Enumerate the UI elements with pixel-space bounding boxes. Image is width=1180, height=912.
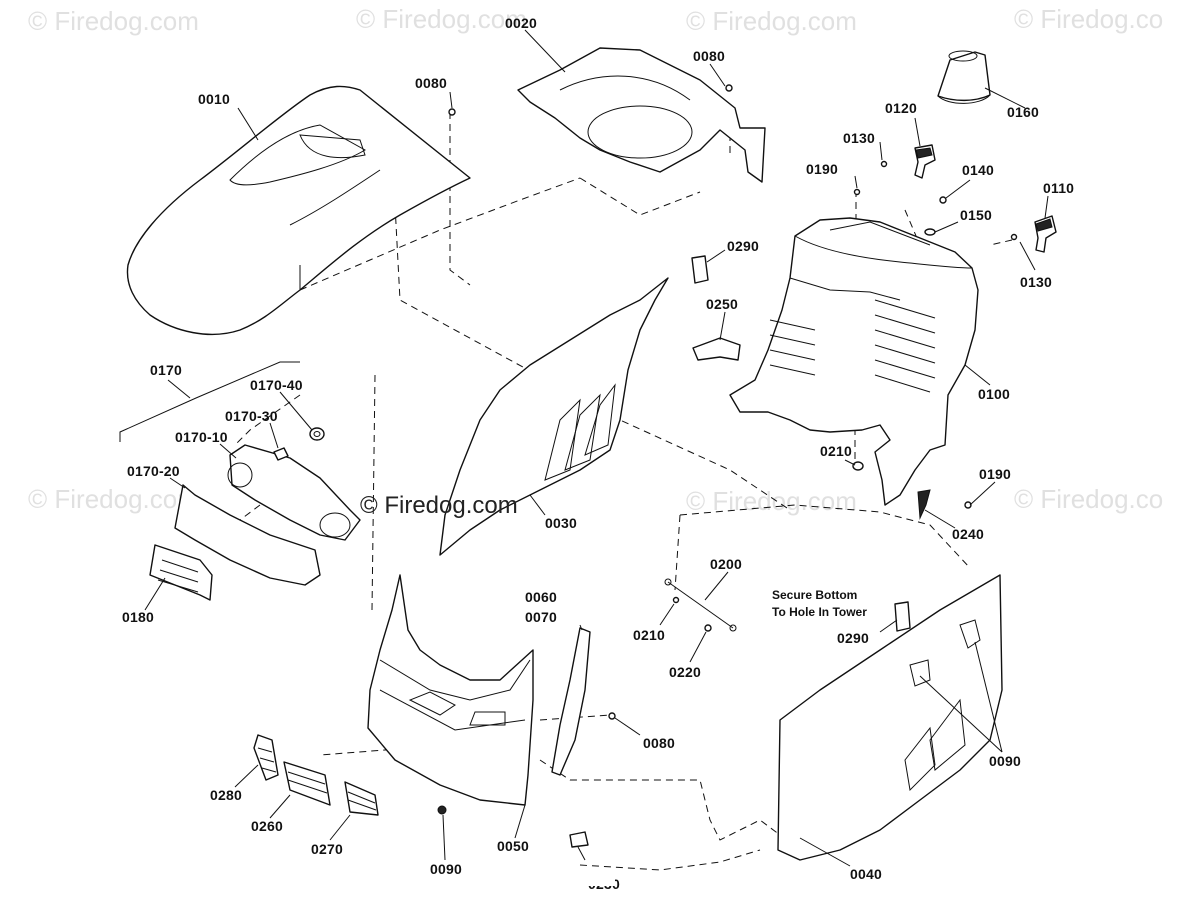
crop-mask — [575, 878, 615, 886]
bumper-pad-part[interactable] — [691, 255, 709, 284]
throttle-switch-part[interactable] — [1034, 215, 1057, 253]
watermark: © Firedog.co — [1014, 484, 1163, 514]
washer-part[interactable] — [672, 596, 680, 604]
label-0040: 0040 — [850, 866, 882, 882]
watermark: © Firedog.com — [28, 484, 199, 514]
grille-panel-part[interactable] — [439, 277, 669, 556]
label-0270: 0270 — [311, 841, 343, 857]
fuel-cap-part[interactable] — [937, 50, 991, 104]
watermarks: © Firedog.com © Firedog.com © Firedog.co… — [28, 4, 1163, 516]
screw-part[interactable] — [448, 108, 456, 116]
label-0240: 0240 — [952, 526, 984, 542]
nut-part[interactable] — [309, 427, 325, 441]
nut-part[interactable] — [437, 805, 447, 815]
watermark: © Firedog.co — [1014, 4, 1163, 34]
washer-part[interactable] — [852, 461, 864, 471]
dash-tower-part[interactable] — [729, 217, 979, 506]
side-bracket-part[interactable] — [551, 627, 591, 776]
label-0070: 0070 — [525, 609, 557, 625]
watermark: © Firedog.com — [28, 6, 199, 36]
label-0160: 0160 — [1007, 104, 1039, 120]
note-line-2: To Hole In Tower — [772, 605, 867, 619]
hardware — [437, 84, 1018, 848]
screw-part[interactable] — [608, 712, 616, 720]
label-0180: 0180 — [122, 609, 154, 625]
watermark: © Firedog.com — [686, 486, 857, 516]
label-0250: 0250 — [706, 296, 738, 312]
washer-part[interactable] — [1010, 233, 1018, 241]
assembly-note: Secure Bottom To Hole In Tower — [772, 588, 867, 619]
grille-insert-part[interactable] — [149, 544, 213, 601]
label-0150: 0150 — [960, 207, 992, 223]
washer-part[interactable] — [880, 160, 888, 168]
label-0220: 0220 — [669, 664, 701, 680]
center-watermark: © Firedog.com — [360, 492, 518, 519]
support-rod-part[interactable] — [664, 578, 737, 632]
label-0210: 0210 — [820, 443, 852, 459]
label-0090: 0090 — [430, 861, 462, 877]
grille-insert-part[interactable] — [253, 734, 279, 781]
part-labels: 0010 0020 0080 0080 0160 0120 0130 0190 … — [122, 15, 1074, 892]
grille-insert-part[interactable] — [344, 781, 379, 816]
screw-part[interactable] — [725, 84, 733, 92]
label-0170-40: 0170-40 — [250, 377, 303, 393]
label-0080: 0080 — [415, 75, 447, 91]
label-0130: 0130 — [843, 130, 875, 146]
headlight-bezel-part[interactable] — [174, 484, 321, 586]
label-0030: 0030 — [545, 515, 577, 531]
label-0120: 0120 — [885, 100, 917, 116]
dash-panel-part[interactable] — [517, 47, 766, 183]
label-0280: 0280 — [210, 787, 242, 803]
screw-part[interactable] — [704, 624, 712, 632]
label-0290: 0290 — [727, 238, 759, 254]
label-0260: 0260 — [251, 818, 283, 834]
label-0170-10: 0170-10 — [175, 429, 228, 445]
bracket-part[interactable] — [692, 337, 741, 361]
label-0100: 0100 — [978, 386, 1010, 402]
ignition-switch-part[interactable] — [914, 144, 936, 179]
label-0050: 0050 — [497, 838, 529, 854]
grille-insert-part[interactable] — [283, 761, 331, 806]
note-line-1: Secure Bottom — [772, 588, 857, 602]
watermark: © Firedog.com — [686, 6, 857, 36]
label-0080: 0080 — [643, 735, 675, 751]
label-0170-20: 0170-20 — [127, 463, 180, 479]
label-0200: 0200 — [710, 556, 742, 572]
label-0080: 0080 — [693, 48, 725, 64]
clip-part[interactable] — [917, 489, 931, 520]
label-0060: 0060 — [525, 589, 557, 605]
label-0110: 0110 — [1043, 180, 1074, 196]
screw-part[interactable] — [273, 447, 289, 461]
label-0190: 0190 — [806, 161, 838, 177]
washer-part[interactable] — [924, 228, 936, 236]
leader-lines — [119, 29, 1049, 867]
screw-part[interactable] — [939, 196, 947, 204]
label-0140: 0140 — [962, 162, 994, 178]
front-nose-part[interactable] — [367, 574, 534, 806]
label-0170: 0170 — [150, 362, 182, 378]
label-0130: 0130 — [1020, 274, 1052, 290]
label-0290: 0290 — [837, 630, 869, 646]
side-panel-part[interactable] — [777, 574, 1003, 861]
clip-part[interactable] — [569, 831, 589, 848]
watermark: © Firedog.com — [356, 4, 527, 34]
label-0210: 0210 — [633, 627, 665, 643]
label-0090: 0090 — [989, 753, 1021, 769]
label-0020: 0020 — [505, 15, 537, 31]
label-0010: 0010 — [198, 91, 230, 107]
bumper-pad-part[interactable] — [894, 601, 911, 632]
label-0190: 0190 — [979, 466, 1011, 482]
screw-part[interactable] — [964, 501, 972, 509]
hood-top-part[interactable] — [126, 85, 471, 336]
label-0170-30: 0170-30 — [225, 408, 278, 424]
screw-part[interactable] — [853, 188, 861, 196]
